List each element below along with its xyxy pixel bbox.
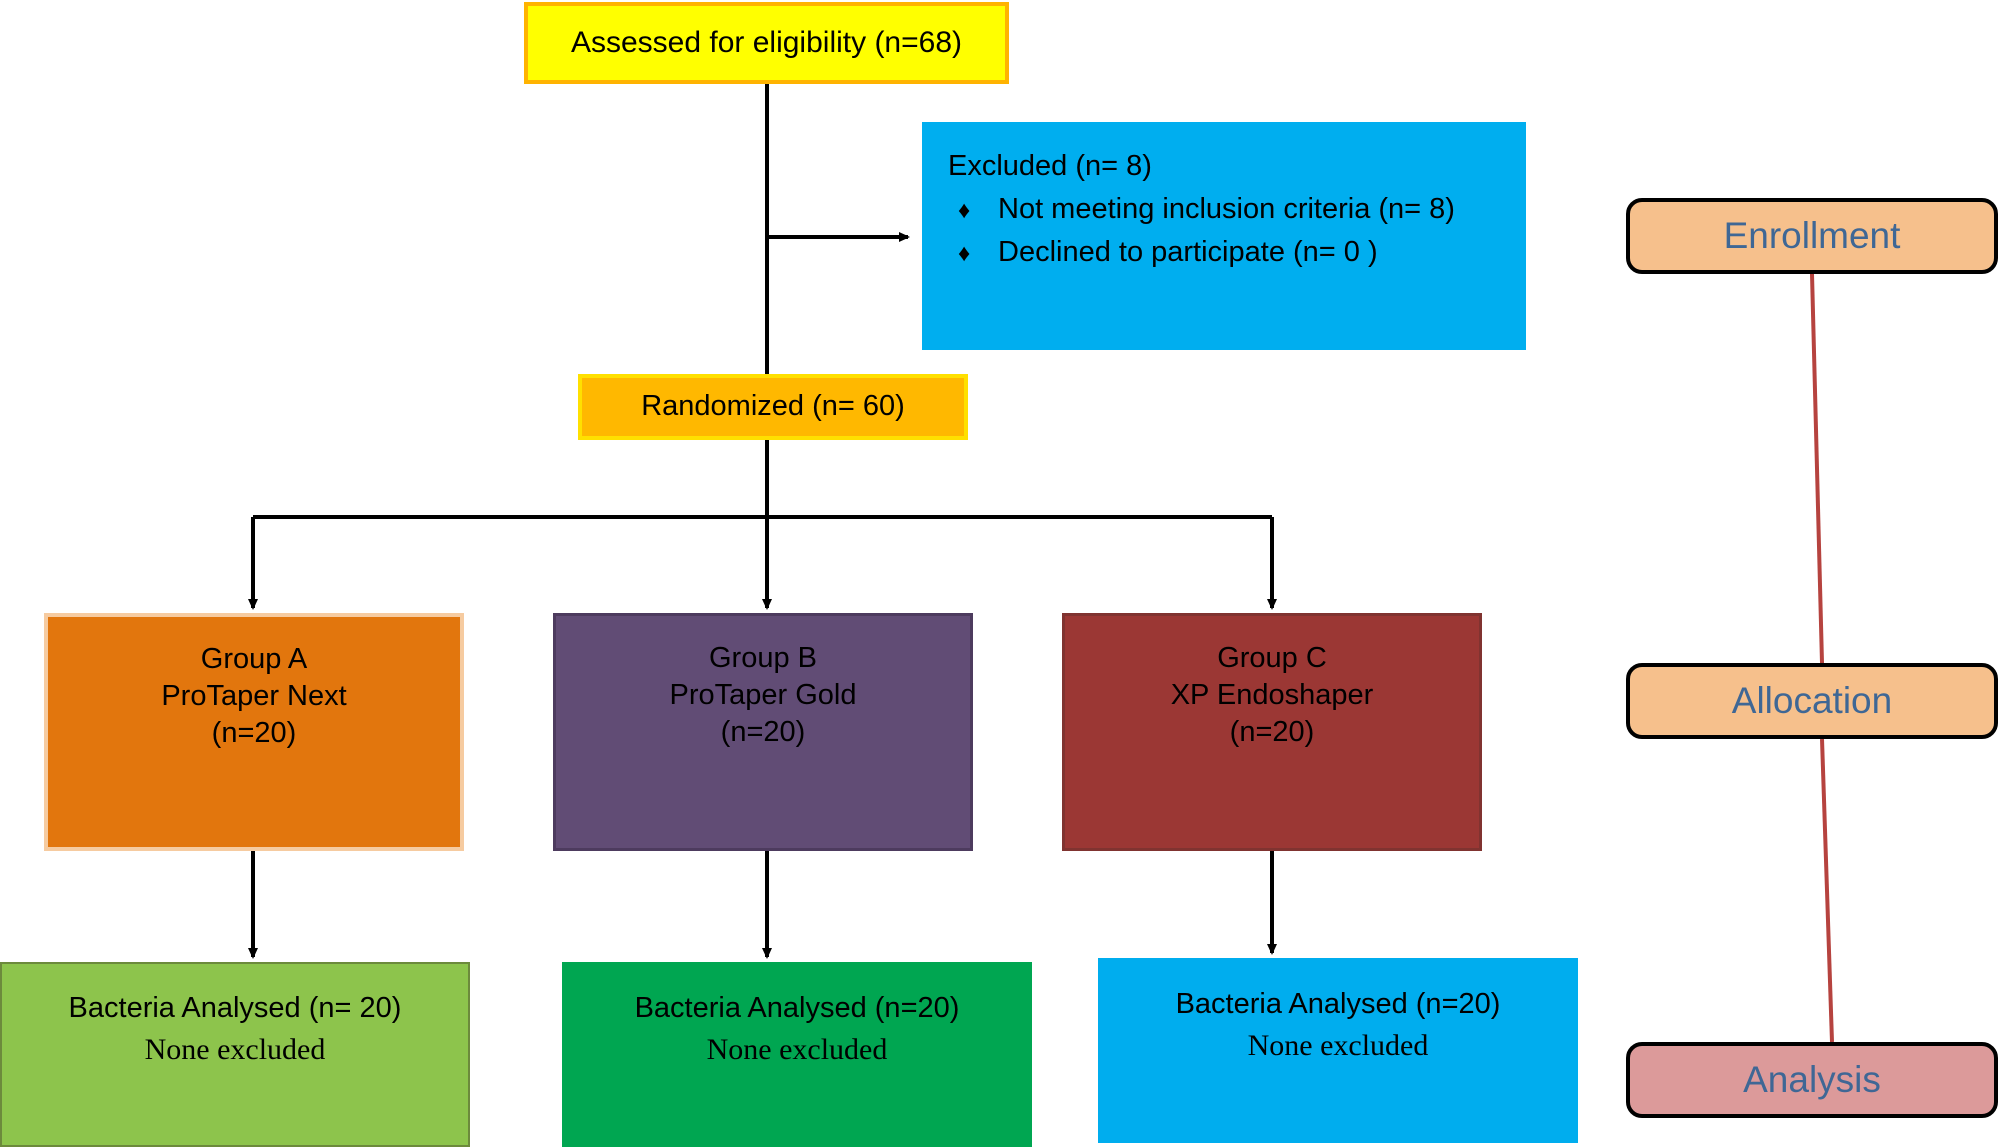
excluded-heading: Excluded (n= 8) bbox=[948, 150, 1152, 182]
diamond-bullet-icon: ♦ bbox=[958, 197, 971, 225]
stage-label-allocation: Allocation bbox=[1626, 663, 1998, 739]
node-group-b: Group B ProTaper Gold (n=20) bbox=[553, 613, 973, 851]
node-group-a: Group A ProTaper Next (n=20) bbox=[44, 613, 464, 851]
stage-label-analysis: Analysis bbox=[1626, 1042, 1998, 1118]
group-a-instrument: ProTaper Next bbox=[161, 680, 347, 713]
node-randomized: Randomized (n= 60) bbox=[578, 374, 968, 440]
analysed-a-count: Bacteria Analysed (n= 20) bbox=[68, 992, 402, 1024]
stage-allocation-text: Allocation bbox=[1731, 680, 1893, 721]
analysed-c-count: Bacteria Analysed (n=20) bbox=[1175, 988, 1501, 1020]
group-b-instrument: ProTaper Gold bbox=[669, 679, 857, 712]
group-a-count: (n=20) bbox=[211, 717, 297, 750]
analysed-b-note: None excluded bbox=[706, 1033, 888, 1067]
stage-enrollment-text: Enrollment bbox=[1723, 215, 1901, 256]
node-analysed-group-b: Bacteria Analysed (n=20) None excluded bbox=[562, 962, 1032, 1147]
stage-rail-enrollment-allocation bbox=[1810, 273, 1824, 664]
excluded-reason-row: ♦ Not meeting inclusion criteria (n= 8) bbox=[948, 191, 1455, 228]
stage-label-enrollment: Enrollment bbox=[1626, 198, 1998, 274]
stage-rail-allocation-analysis bbox=[1820, 738, 1834, 1043]
group-a-title: Group A bbox=[200, 643, 308, 675]
analysed-b-count: Bacteria Analysed (n=20) bbox=[634, 992, 960, 1024]
group-b-title: Group B bbox=[709, 642, 817, 674]
diamond-bullet-icon: ♦ bbox=[958, 240, 971, 268]
excluded-reason-label: Declined to participate (n= 0 ) bbox=[998, 236, 1378, 269]
group-b-count: (n=20) bbox=[720, 716, 806, 749]
group-c-instrument: XP Endoshaper bbox=[1170, 679, 1374, 712]
stage-analysis-text: Analysis bbox=[1743, 1059, 1881, 1100]
analysed-c-note: None excluded bbox=[1247, 1029, 1429, 1063]
group-c-count: (n=20) bbox=[1229, 716, 1315, 749]
group-c-title: Group C bbox=[1217, 642, 1327, 674]
excluded-reason-label: Not meeting inclusion criteria (n= 8) bbox=[998, 193, 1455, 226]
assessed-label: Assessed for eligibility (n=68) bbox=[570, 25, 962, 59]
node-analysed-group-a: Bacteria Analysed (n= 20) None excluded bbox=[0, 962, 470, 1147]
analysed-a-note: None excluded bbox=[144, 1033, 326, 1067]
node-group-c: Group C XP Endoshaper (n=20) bbox=[1062, 613, 1482, 851]
node-analysed-group-c: Bacteria Analysed (n=20) None excluded bbox=[1098, 958, 1578, 1143]
node-assessed-for-eligibility: Assessed for eligibility (n=68) bbox=[524, 2, 1009, 84]
node-excluded: Excluded (n= 8) ♦ Not meeting inclusion … bbox=[922, 122, 1526, 350]
randomized-label: Randomized (n= 60) bbox=[641, 390, 905, 423]
excluded-reason-row: ♦ Declined to participate (n= 0 ) bbox=[948, 234, 1378, 271]
